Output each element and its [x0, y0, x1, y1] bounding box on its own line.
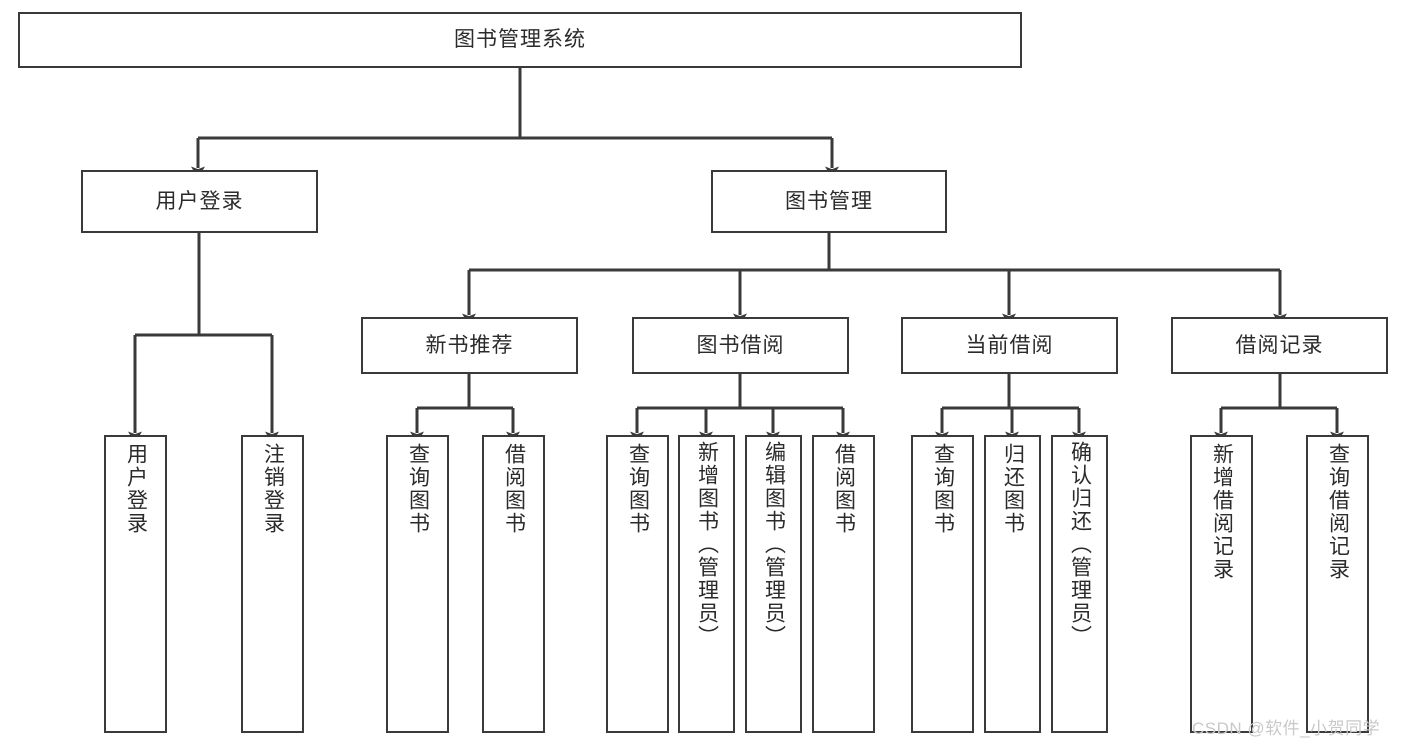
node-label: 新增图书（管理员）: [695, 441, 719, 648]
node-label: 图书借阅: [696, 333, 785, 357]
leaf-borrow-book-rec[interactable]: 借阅图书: [482, 435, 545, 733]
node-label: 归还图书: [1001, 443, 1025, 535]
node-label: 查询图书: [626, 443, 650, 535]
node-label: 借阅记录: [1235, 333, 1324, 357]
node-label: 编辑图书（管理员）: [762, 441, 786, 648]
leaf-query-book-borrow[interactable]: 查询图书: [606, 435, 669, 733]
node-label: 注销登录: [261, 443, 285, 535]
node-label: 用户登录: [124, 443, 148, 535]
leaf-return-book[interactable]: 归还图书: [984, 435, 1041, 733]
leaf-edit-book[interactable]: 编辑图书（管理员）: [745, 435, 802, 733]
leaf-add-book[interactable]: 新增图书（管理员）: [678, 435, 735, 733]
node-label: 查询借阅记录: [1326, 443, 1350, 581]
leaf-logout[interactable]: 注销登录: [241, 435, 304, 733]
node-user-login[interactable]: 用户登录: [81, 170, 318, 233]
node-label: 确认归还（管理员）: [1068, 441, 1092, 648]
leaf-query-book-rec[interactable]: 查询图书: [386, 435, 449, 733]
node-label: 查询图书: [406, 443, 430, 535]
csdn-watermark: CSDN @软件_小贺同学: [1192, 719, 1381, 738]
leaf-add-record[interactable]: 新增借阅记录: [1190, 435, 1253, 733]
leaf-confirm-return[interactable]: 确认归还（管理员）: [1051, 435, 1108, 733]
node-label: 新书推荐: [425, 333, 514, 357]
leaf-query-book-cur[interactable]: 查询图书: [911, 435, 974, 733]
node-label: 图书管理系统: [454, 28, 586, 52]
node-label: 用户登录: [155, 189, 244, 213]
node-label: 查询图书: [931, 443, 955, 535]
node-new-book-rec[interactable]: 新书推荐: [361, 317, 578, 374]
node-book-borrow[interactable]: 图书借阅: [632, 317, 849, 374]
node-label: 新增借阅记录: [1210, 443, 1234, 581]
node-label: 图书管理: [785, 189, 873, 213]
node-root[interactable]: 图书管理系统: [18, 12, 1022, 68]
node-label: 借阅图书: [832, 443, 856, 535]
node-label: 当前借阅: [965, 333, 1054, 357]
node-label: 借阅图书: [502, 443, 526, 535]
leaf-borrow-book[interactable]: 借阅图书: [812, 435, 875, 733]
leaf-query-record[interactable]: 查询借阅记录: [1306, 435, 1369, 733]
node-current-borrow[interactable]: 当前借阅: [901, 317, 1118, 374]
node-book-manage[interactable]: 图书管理: [711, 170, 947, 233]
node-borrow-record[interactable]: 借阅记录: [1171, 317, 1388, 374]
leaf-user-login[interactable]: 用户登录: [104, 435, 167, 733]
